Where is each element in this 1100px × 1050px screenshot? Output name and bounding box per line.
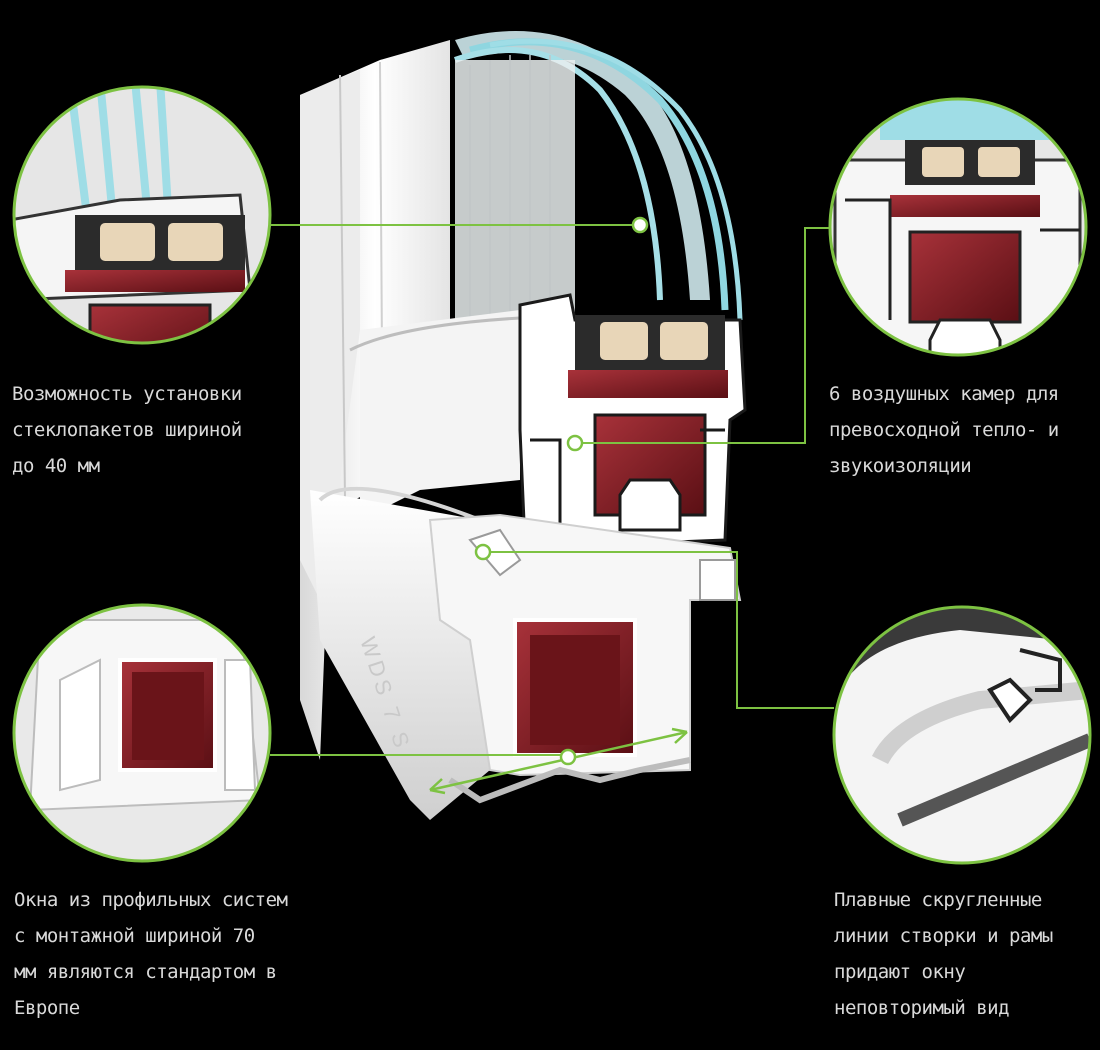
caption-line: Европе xyxy=(14,997,80,1019)
marker-width xyxy=(559,748,577,766)
caption-line: Плавные скругленные xyxy=(834,889,1042,911)
caption-line: придают окну xyxy=(834,961,966,983)
leader-markers xyxy=(474,216,649,766)
vertical-frame-face xyxy=(300,70,360,620)
caption-air-chambers: 6 воздушных камер для превосходной тепло… xyxy=(829,376,1059,484)
caption-line: с монтажной шириной 70 xyxy=(14,925,255,947)
caption-line: превосходной тепло- и xyxy=(829,419,1059,441)
leader-chambers xyxy=(575,227,830,444)
frame-profile-section xyxy=(428,513,742,804)
sash-profile-section xyxy=(518,293,747,547)
caption-line: звукоизоляции xyxy=(829,455,972,477)
callout-air-chambers xyxy=(828,97,1088,357)
caption-line: стеклопакетов шириной xyxy=(12,419,242,441)
caption-glass-width: Возможность установки стеклопакетов шири… xyxy=(12,376,242,484)
caption-line: неповторимый вид xyxy=(834,997,1010,1019)
marker-rounded xyxy=(474,543,492,561)
caption-line: Возможность установки xyxy=(12,383,242,405)
caption-line: 6 воздушных камер для xyxy=(829,383,1059,405)
caption-rounded-lines: Плавные скругленные линии створки и рамы… xyxy=(834,882,1053,1026)
caption-line: Окна из профильных систем xyxy=(14,889,288,911)
marker-chambers xyxy=(566,434,584,452)
caption-profile-width: Окна из профильных систем с монтажной ши… xyxy=(14,882,288,1026)
marker-glass xyxy=(631,216,649,234)
callout-rounded-lines xyxy=(832,605,1092,865)
window-corner-model: WDS 7 S xyxy=(300,31,747,820)
callout-profile-width xyxy=(12,603,272,863)
leader-lines xyxy=(270,224,834,795)
dimension-arrow xyxy=(429,730,688,792)
caption-line: мм являются стандартом в xyxy=(14,961,277,983)
sash-corner-face xyxy=(360,310,520,520)
caption-line: до 40 мм xyxy=(12,455,100,477)
caption-line: линии створки и рамы xyxy=(834,925,1053,947)
leader-rounded xyxy=(483,551,834,709)
glass-unit xyxy=(454,31,743,321)
callout-glass-width xyxy=(12,85,272,345)
